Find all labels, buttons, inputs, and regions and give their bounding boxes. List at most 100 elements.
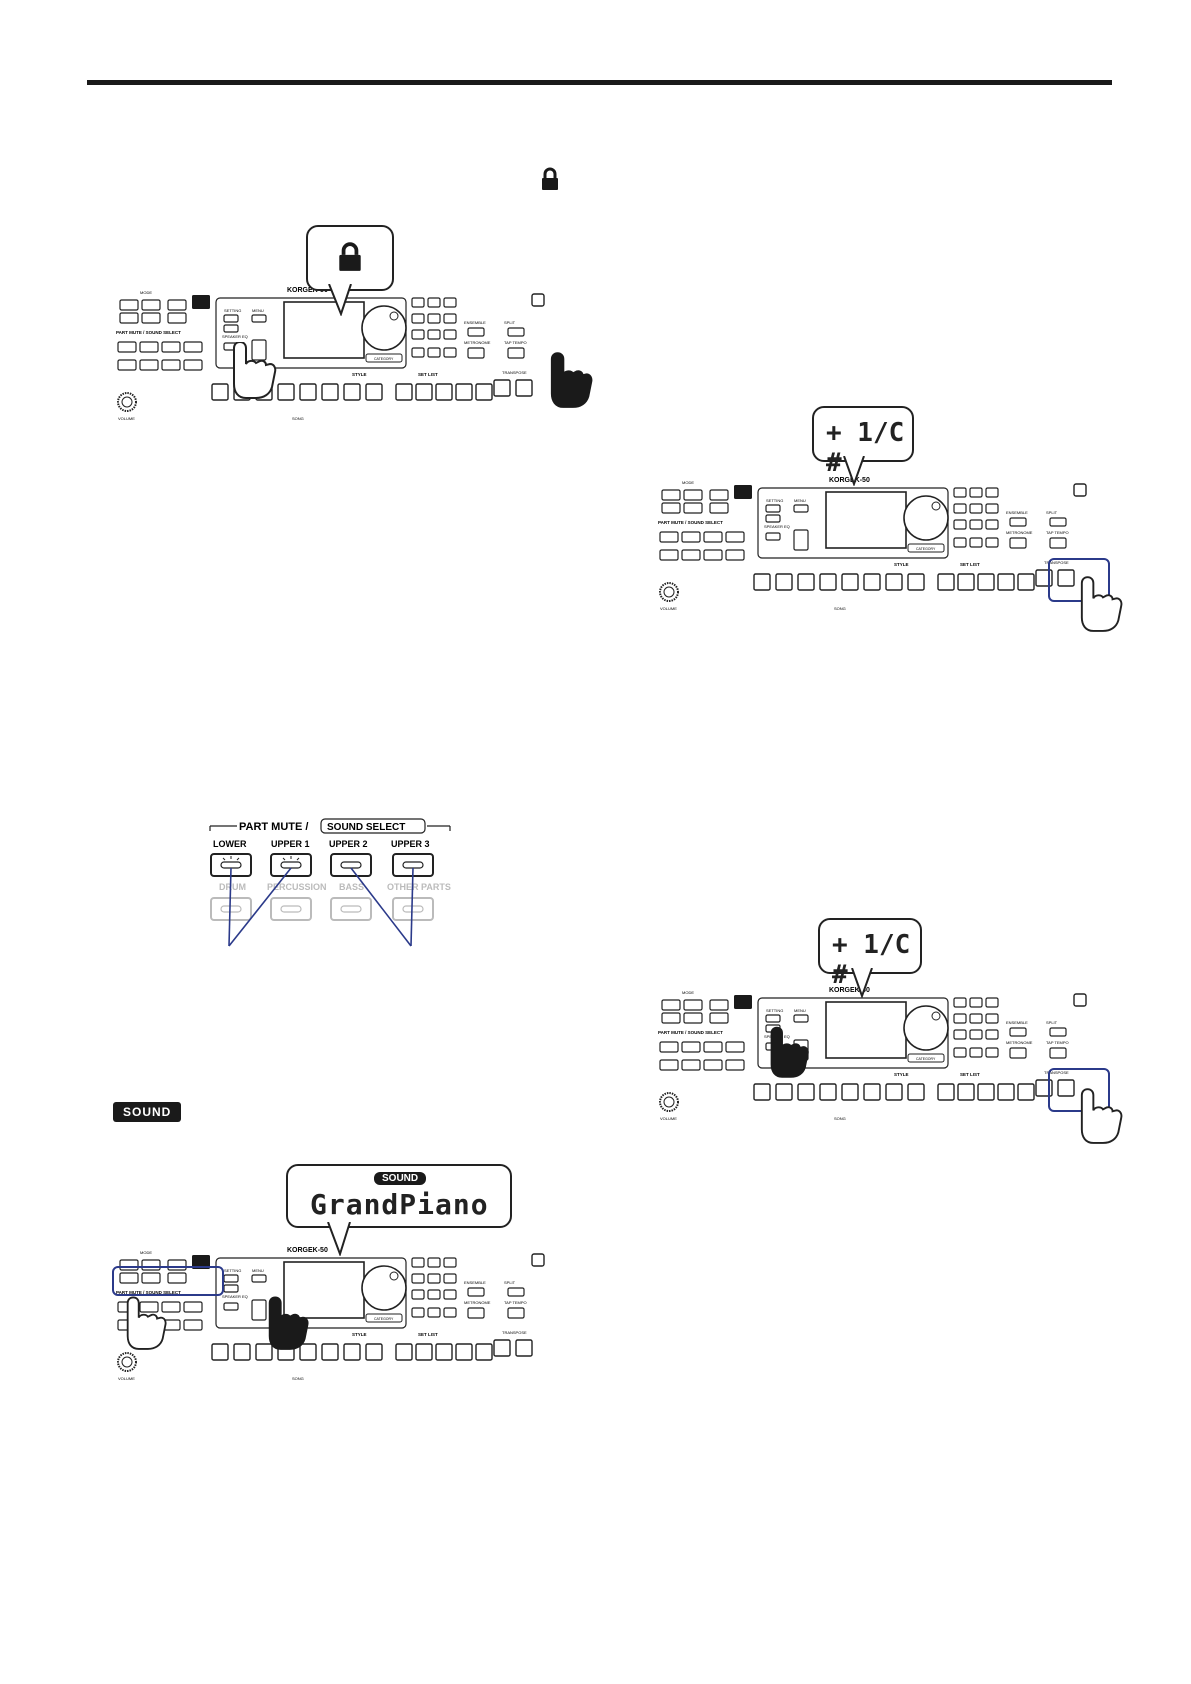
percussion-button[interactable] bbox=[270, 897, 312, 921]
style-title: STYLE bbox=[352, 1332, 367, 1337]
mode-title: MODE bbox=[682, 480, 694, 485]
brand-logo: KORG bbox=[829, 987, 851, 994]
panel-figure-2: MODE PART MUTE / SOUND SELECT VOLUME KOR… bbox=[654, 470, 1114, 620]
category-label: CATEGORY bbox=[916, 547, 936, 551]
volume-label: VOLUME bbox=[660, 1116, 677, 1121]
callout-pointer bbox=[851, 968, 873, 998]
other-parts-label: OTHER PARTS bbox=[387, 882, 451, 892]
part-mute-title: PART MUTE / SOUND SELECT bbox=[658, 520, 723, 525]
part-mute-title: PART MUTE / bbox=[239, 821, 308, 833]
split-label: SPLIT bbox=[504, 1280, 516, 1285]
split-label: SPLIT bbox=[1046, 1020, 1058, 1025]
keyboard-panel: MODE PART MUTE / SOUND SELECT VOLUME KOR… bbox=[116, 1247, 545, 1381]
menu-label: MENU bbox=[252, 308, 264, 313]
mode-title: MODE bbox=[140, 290, 152, 295]
setting-label: SETTING bbox=[766, 1008, 783, 1013]
model-label: EK-50 bbox=[850, 477, 870, 484]
lower-label: LOWER bbox=[213, 839, 247, 849]
panel-figure-4: MODE PART MUTE / SOUND SELECT VOLUME KOR… bbox=[654, 980, 1114, 1130]
hand-icon bbox=[1080, 1088, 1123, 1144]
upper2-label: UPPER 2 bbox=[329, 839, 368, 849]
volume-label: VOLUME bbox=[660, 606, 677, 611]
volume-label: VOLUME bbox=[118, 1376, 135, 1381]
upper1-button[interactable] bbox=[270, 853, 312, 877]
power-button[interactable] bbox=[1073, 993, 1087, 1007]
leader-lines bbox=[228, 867, 414, 947]
style-title: STYLE bbox=[352, 372, 367, 377]
ensemble-label: ENSEMBLE bbox=[1006, 1020, 1028, 1025]
panel-figure-1: MODE PART MUTE / SOUND SELECT VOLUME KOR… bbox=[112, 280, 572, 430]
callout-pointer bbox=[843, 456, 865, 486]
dial-icon[interactable] bbox=[903, 1005, 949, 1051]
category-label: CATEGORY bbox=[374, 357, 394, 361]
set-list-title: SET LIST bbox=[960, 1072, 980, 1077]
top-rule bbox=[87, 80, 1112, 85]
ensemble-label: ENSEMBLE bbox=[464, 320, 486, 325]
setting-label: SETTING bbox=[766, 498, 783, 503]
upper3-label: UPPER 3 bbox=[391, 839, 430, 849]
callout-pointer bbox=[327, 1222, 351, 1256]
drum-label: DRUM bbox=[219, 882, 246, 892]
other-parts-button[interactable] bbox=[392, 897, 434, 921]
lcd-screen bbox=[283, 301, 365, 359]
transpose-title: TRANSPOSE bbox=[502, 1330, 527, 1335]
dial-icon[interactable] bbox=[361, 1265, 407, 1311]
set-list-title: SET LIST bbox=[418, 1332, 438, 1337]
upper2-button[interactable] bbox=[330, 853, 372, 877]
metronome-label: METRONOME bbox=[1006, 530, 1033, 535]
dial-icon[interactable] bbox=[903, 495, 949, 541]
callout-pointer bbox=[328, 284, 352, 316]
split-label: SPLIT bbox=[504, 320, 516, 325]
transpose-title: TRANSPOSE bbox=[502, 370, 527, 375]
drum-button[interactable] bbox=[210, 897, 252, 921]
speaker-eq-label: SPEAKER EQ bbox=[222, 334, 248, 339]
setting-label: SETTING bbox=[224, 1268, 241, 1273]
category-label: CATEGORY bbox=[916, 1057, 936, 1061]
power-button[interactable] bbox=[531, 1253, 545, 1267]
model-label: EK-50 bbox=[308, 1247, 328, 1254]
transpose-highlight-box bbox=[1048, 1068, 1110, 1112]
speaker-eq-label: SPEAKER EQ bbox=[222, 1294, 248, 1299]
style-title: STYLE bbox=[894, 562, 909, 567]
transpose-callout-2: + 1/C # bbox=[818, 918, 922, 990]
tap-tempo-label: TAP TEMPO bbox=[1046, 530, 1069, 535]
menu-label: MENU bbox=[794, 1008, 806, 1013]
brand-logo: KORG bbox=[287, 1247, 309, 1254]
part-mute-title: PART MUTE / SOUND SELECT bbox=[116, 1290, 181, 1295]
menu-label: MENU bbox=[252, 1268, 264, 1273]
split-label: SPLIT bbox=[1046, 510, 1058, 515]
blink-indicator bbox=[222, 856, 300, 861]
brand-logo: KORG bbox=[829, 477, 851, 484]
sound-name-display: GrandPiano bbox=[310, 1188, 489, 1221]
transpose-title: TRANSPOSE bbox=[1044, 1070, 1069, 1075]
hand-icon bbox=[1080, 576, 1123, 632]
power-button[interactable] bbox=[1073, 483, 1087, 497]
part-mute-title: PART MUTE / SOUND SELECT bbox=[116, 330, 181, 335]
upper1-label: UPPER 1 bbox=[271, 839, 310, 849]
metronome-label: METRONOME bbox=[464, 1300, 491, 1305]
transpose-title: TRANSPOSE bbox=[1044, 560, 1069, 565]
sound-select-title: SOUND SELECT bbox=[327, 822, 405, 833]
song-title: SONG bbox=[834, 1116, 846, 1121]
metronome-label: METRONOME bbox=[464, 340, 491, 345]
dial-icon[interactable] bbox=[361, 305, 407, 351]
song-title: SONG bbox=[834, 606, 846, 611]
set-list-title: SET LIST bbox=[960, 562, 980, 567]
mode-title: MODE bbox=[140, 1250, 152, 1255]
ensemble-label: ENSEMBLE bbox=[1006, 510, 1028, 515]
tap-tempo-label: TAP TEMPO bbox=[1046, 1040, 1069, 1045]
transpose-display: + 1/C # bbox=[832, 930, 911, 990]
style-title: STYLE bbox=[894, 1072, 909, 1077]
bass-button[interactable] bbox=[330, 897, 372, 921]
transpose-display: + 1/C # bbox=[826, 418, 905, 478]
song-title: SONG bbox=[292, 416, 304, 421]
category-label: CATEGORY bbox=[374, 1317, 394, 1321]
menu-label: MENU bbox=[794, 498, 806, 503]
transpose-callout-1: + 1/C # bbox=[812, 406, 914, 478]
hand-icon bbox=[126, 1296, 167, 1350]
song-title: SONG bbox=[292, 1376, 304, 1381]
power-button[interactable] bbox=[531, 293, 545, 307]
metronome-label: METRONOME bbox=[1006, 1040, 1033, 1045]
percussion-label: PERCUSSION bbox=[267, 882, 327, 892]
part-mute-title: PART MUTE / SOUND SELECT bbox=[658, 1030, 723, 1035]
